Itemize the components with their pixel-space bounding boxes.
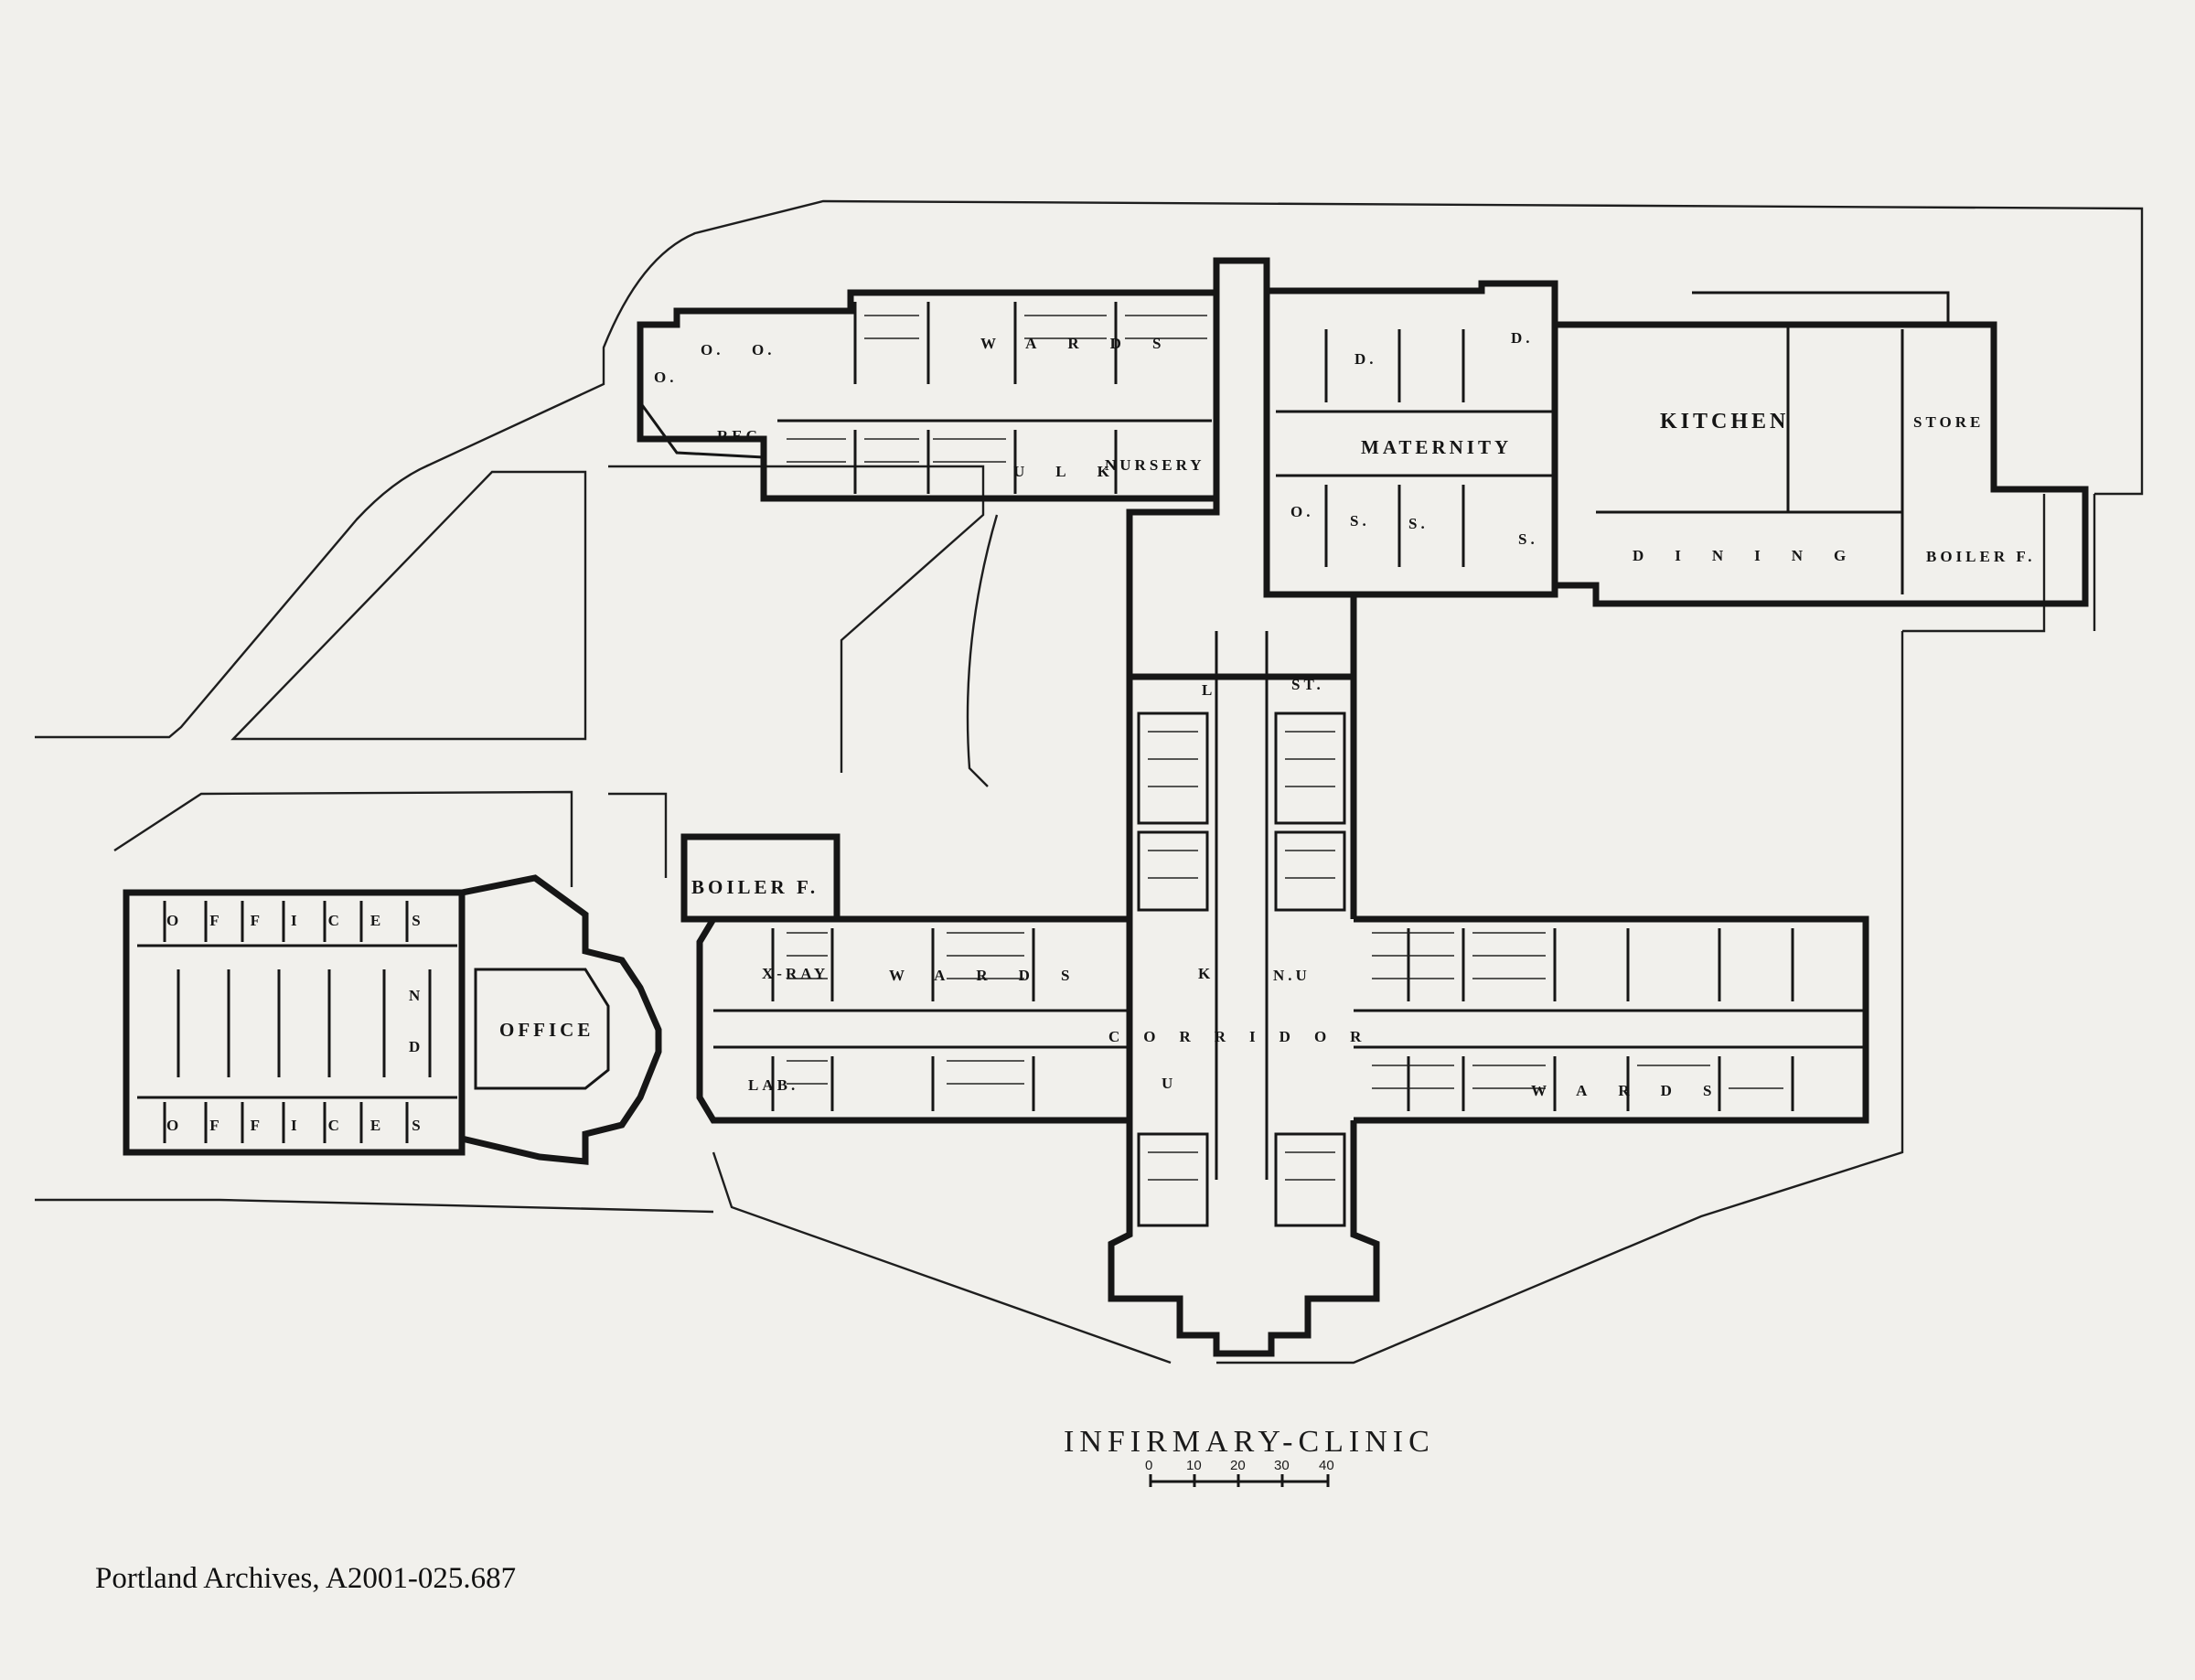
label-wards-north: WARDS — [980, 335, 1192, 352]
scale-tick-40: 40 — [1319, 1458, 1334, 1473]
label-d1: D. — [1354, 350, 1377, 368]
label-d: D — [409, 1038, 423, 1055]
label-u: U — [1162, 1075, 1176, 1092]
label-boiler-east: BOILER F. — [1926, 548, 2035, 565]
label-k: K — [1198, 965, 1214, 982]
drawing-title: INFIRMARY-CLINIC — [1064, 1425, 1435, 1459]
label-nursery: NURSERY — [1105, 456, 1205, 474]
label-offices-top: OFFICES — [166, 912, 452, 929]
label-boiler-west: BOILER F. — [691, 876, 819, 898]
label-n: N — [409, 987, 423, 1004]
label-offices-bottom: OFFICES — [166, 1117, 452, 1134]
label-maternity: MATERNITY — [1361, 436, 1512, 458]
label-d2: D. — [1511, 329, 1534, 347]
ward-beds — [787, 315, 1783, 1181]
label-o2: O. — [752, 341, 775, 358]
site-lines — [35, 199, 2144, 1364]
label-wards-west: WARDS — [889, 967, 1100, 984]
archive-caption: Portland Archives, A2001-025.687 — [95, 1562, 517, 1595]
scale-bar: 0 10 20 30 40 — [1145, 1458, 1334, 1487]
label-corridor: CORRIDOR — [1108, 1028, 1385, 1045]
label-st: ST. — [1291, 676, 1324, 693]
scale-tick-10: 10 — [1186, 1458, 1202, 1473]
label-nu: N.U — [1273, 967, 1311, 984]
label-kitchen: KITCHEN — [1660, 410, 1789, 433]
building-walls — [123, 257, 2089, 1357]
label-ulk: ULK — [1013, 463, 1140, 480]
scale-tick-20: 20 — [1230, 1458, 1246, 1473]
label-o3: O. — [654, 369, 677, 386]
label-s2: S. — [1408, 515, 1429, 532]
label-o4: O. — [1290, 503, 1313, 520]
label-dining: DINING — [1633, 547, 1877, 564]
label-s1: S. — [1350, 512, 1370, 530]
label-rec: REC. — [717, 427, 768, 444]
label-lab: LAB. — [748, 1076, 798, 1094]
room-labels: OFFICES OFFICES OFFICE BOILER F. X-RAY L… — [166, 329, 2035, 1134]
label-store: STORE — [1913, 413, 1984, 431]
scale-tick-0: 0 — [1145, 1458, 1152, 1473]
scale-tick-30: 30 — [1274, 1458, 1290, 1473]
label-l: L — [1202, 681, 1215, 699]
label-o1: O. — [701, 341, 723, 358]
label-s3: S. — [1518, 530, 1538, 548]
label-wards-east: WARDS — [1531, 1082, 1742, 1099]
label-xray: X-RAY — [762, 965, 829, 982]
label-office: OFFICE — [499, 1019, 594, 1041]
